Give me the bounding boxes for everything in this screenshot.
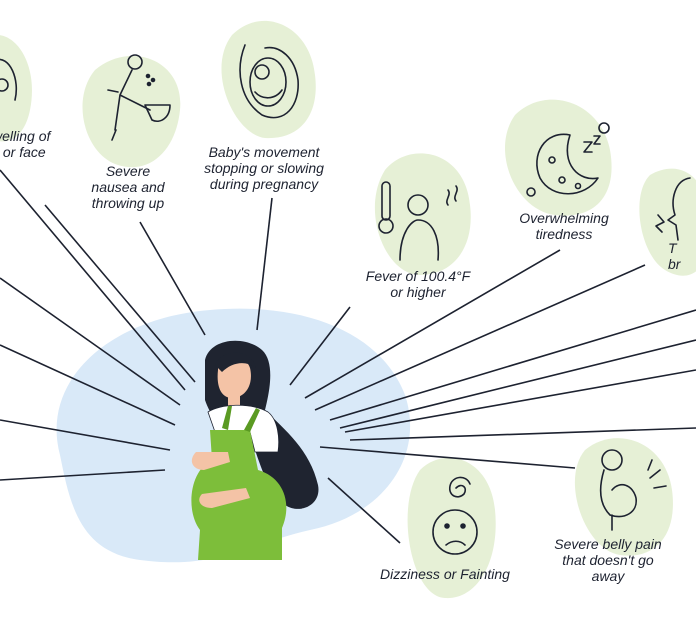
label-nausea: Severe nausea and throwing up	[91, 163, 165, 211]
label-baby-movement: Baby's movement stopping or slowing duri…	[204, 144, 324, 192]
label-dizziness: Dizziness or Fainting	[380, 566, 510, 582]
swollen-face-icon	[0, 58, 17, 101]
label-belly-pain: Severe belly pain that doesn't go away	[554, 536, 662, 584]
label-fever: Fever of 100.4°F or higher	[365, 268, 471, 300]
breathing-blob	[639, 168, 696, 276]
nausea-person-icon	[107, 54, 171, 141]
connector-lines	[0, 169, 696, 544]
tiredness-blob	[504, 99, 612, 216]
moon-sleep-icon	[526, 122, 610, 197]
fetus-icon	[239, 44, 299, 119]
symptom-blobs	[0, 20, 696, 599]
dizziness-blob	[407, 457, 496, 599]
label-tiredness: Overwhelming tiredness	[519, 210, 609, 242]
label-breathing: T br	[668, 240, 681, 272]
label-swelling: welling of s or face	[0, 128, 51, 160]
breathing-face-icon	[655, 177, 691, 241]
nausea-blob	[82, 55, 181, 168]
baby-movement-blob	[221, 20, 316, 139]
dizzy-face-icon	[432, 476, 478, 555]
pregnant-woman-figure	[191, 340, 319, 560]
pregnant-belly-pain-icon	[599, 449, 667, 531]
thermometer-person-icon	[378, 181, 458, 261]
